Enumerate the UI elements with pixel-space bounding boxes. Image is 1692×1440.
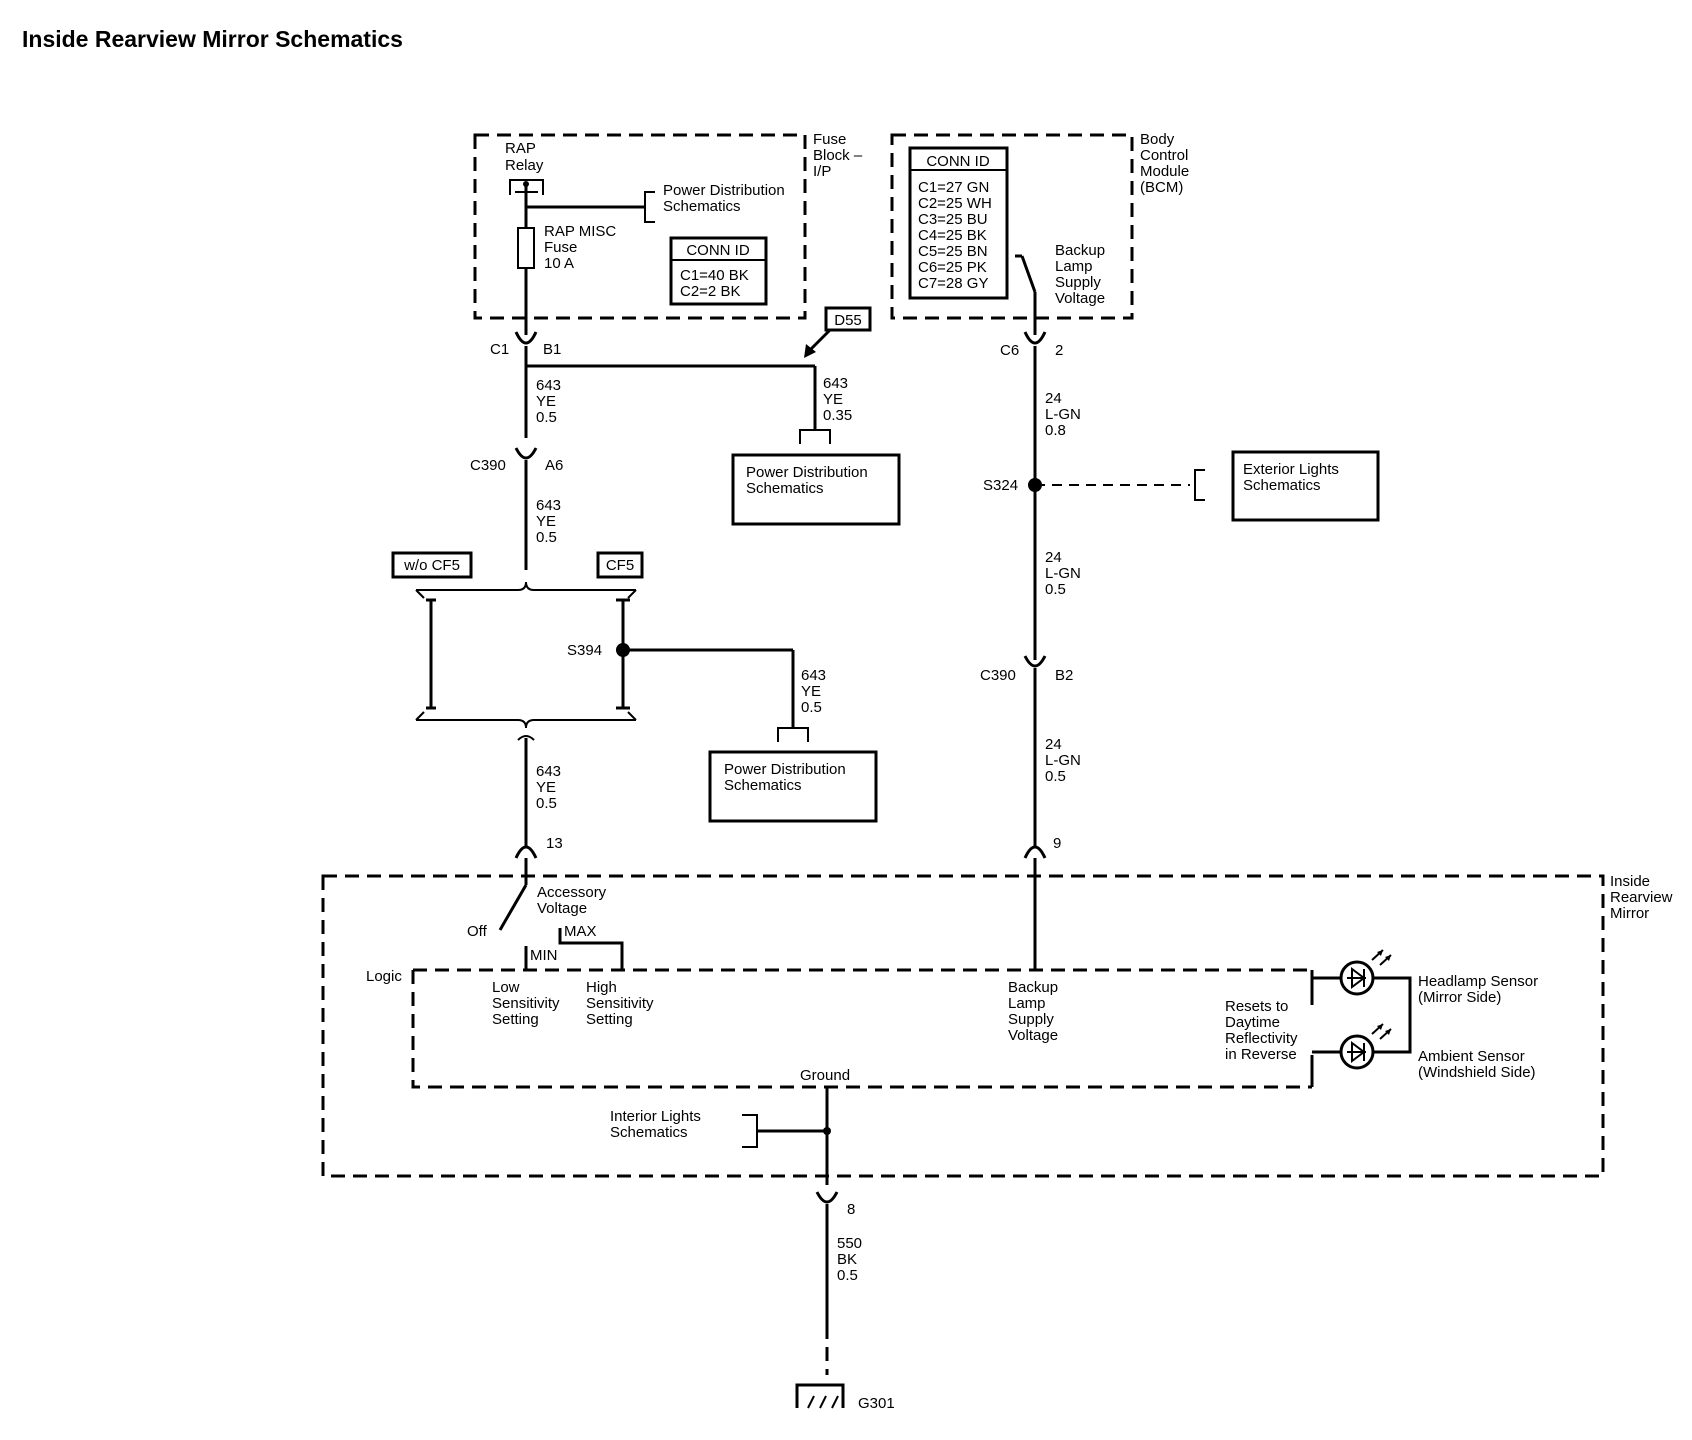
svg-text:C2=25 WH: C2=25 WH [918, 195, 992, 212]
fuse-block-label: Fuse Block – I/P [813, 131, 866, 180]
pin-9-label: 9 [1053, 835, 1061, 852]
bcm-label: Body Control Module (BCM) [1140, 131, 1193, 196]
low-sensitivity-label: Low Sensitivity Setting [492, 979, 564, 1028]
bcm-conn-id-table: CONN ID C1=27 GN C2=25 WH C3=25 BU C4=25… [908, 146, 1009, 300]
c1-label: C1 [490, 341, 509, 358]
connector-c1-icon [514, 331, 538, 345]
bcm-supply-label: Backup Lamp Supply Voltage [1055, 242, 1109, 307]
fuse-block-ip: Fuse Block – I/P RAP Relay Power Distrib… [473, 131, 866, 335]
wire-24-label-3: 24 L-GN 0.5 [1045, 736, 1085, 785]
logic-box: Logic [366, 968, 1312, 1089]
svg-text:C4=25 BK: C4=25 BK [918, 227, 987, 244]
svg-text:CONN ID: CONN ID [926, 153, 990, 170]
exterior-lights-ref-box: Exterior Lights Schematics [1231, 450, 1380, 522]
svg-text:Exterior Lights Schema: Exterior Lights Schematics [1243, 461, 1343, 494]
connector-pin-8-icon [815, 1191, 839, 1204]
s394-wire-label: 643 YE 0.5 [801, 667, 830, 716]
connector-c390-a6-icon [514, 447, 538, 460]
svg-text:C3=25 BU: C3=25 BU [918, 211, 988, 228]
inside-rearview-mirror: Inside Rearview Mirror Accessory Voltage… [321, 858, 1677, 1185]
high-sensitivity-label: High Sensitivity Setting [586, 979, 658, 1028]
rap-misc-fuse-icon [517, 227, 535, 269]
d55-reference-tag: D55 [804, 306, 872, 358]
ambient-sensor-label: Ambient Sensor (Windshield Side) [1418, 1048, 1536, 1081]
wire-24-label-2: 24 L-GN 0.5 [1045, 549, 1085, 598]
min-label: MIN [530, 947, 558, 964]
left-circuit: C1 B1 643 YE 0.35 D55 Power Distribution… [391, 306, 901, 859]
svg-text:C5=25 BN: C5=25 BN [918, 243, 988, 260]
s324-label: S324 [983, 477, 1018, 494]
c390-label-left: C390 [470, 457, 506, 474]
headlamp-sensor-icon [1339, 949, 1392, 996]
pin-13-label: 13 [546, 835, 563, 852]
resets-label: Resets to Daytime Reflectivity in Revers… [1225, 998, 1302, 1063]
c390-label-right: C390 [980, 667, 1016, 684]
sensitivity-switch-icon [498, 884, 528, 931]
s394-label: S394 [567, 642, 602, 659]
power-distribution-ref-box-1: Power Distribution Schematics [731, 453, 901, 526]
connector-pin-13-icon [514, 845, 538, 859]
right-circuit: C6 2 24 L-GN 0.8 S324 Exterior Lights Sc… [980, 331, 1380, 859]
cf5-tag: CF5 [596, 551, 644, 579]
rap-misc-fuse-label: RAP MISC Fuse 10 A [544, 223, 620, 272]
wire-24-label-1: 24 L-GN 0.8 [1045, 390, 1085, 439]
c6-label: C6 [1000, 342, 1019, 359]
backup-lamp-supply-switch-icon [1015, 254, 1037, 335]
svg-text:Power Distribution Sch: Power Distribution Schematics [724, 761, 850, 794]
wire-550-label: 550 BK 0.5 [837, 1235, 866, 1284]
wo-cf5-tag: w/o CF5 [391, 551, 473, 579]
connector-c390-b2-icon [1023, 655, 1047, 668]
svg-text:C1=27 GN: C1=27 GN [918, 179, 989, 196]
svg-text:CF5: CF5 [606, 557, 634, 574]
svg-text:C6=25 PK: C6=25 PK [918, 259, 987, 276]
pin-2-label: 2 [1055, 342, 1063, 359]
ground-circuit: 8 550 BK 0.5 G301 [795, 1191, 895, 1412]
headlamp-sensor-label: Headlamp Sensor (Mirror Side) [1418, 973, 1542, 1006]
svg-text:w/o CF5: w/o CF5 [403, 557, 460, 574]
wire-643-label-3: 643 YE 0.5 [536, 763, 565, 812]
svg-text:D55: D55 [834, 312, 862, 329]
svg-text:C2=2 BK: C2=2 BK [680, 283, 740, 300]
connector-c6-icon [1023, 331, 1047, 345]
g301-label: G301 [858, 1395, 895, 1412]
max-label: MAX [564, 923, 597, 940]
ambient-sensor-icon [1339, 1023, 1392, 1070]
pin-8-label: 8 [847, 1201, 855, 1218]
interior-lights-ref: Interior Lights Schematics [610, 1108, 705, 1141]
svg-text:Power Distribution Sch: Power Distribution Schematics [746, 464, 872, 497]
body-control-module: Body Control Module (BCM) CONN ID C1=27 … [890, 131, 1193, 335]
off-label: Off [467, 923, 488, 940]
b1-label: B1 [543, 341, 561, 358]
power-distribution-ref-fuse: Power Distribution Schematics [663, 182, 789, 215]
wire-643-label-1: 643 YE 0.5 [536, 377, 565, 426]
fuse-block-conn-id-table: CONN ID C1=40 BK C2=2 BK [669, 236, 768, 306]
ground-label: Ground [800, 1067, 850, 1084]
a6-label: A6 [545, 457, 563, 474]
ground-g301-icon [795, 1383, 845, 1409]
b2-label: B2 [1055, 667, 1073, 684]
wire-643-label-2: 643 YE 0.5 [536, 497, 565, 546]
accessory-voltage-label: Accessory Voltage [537, 884, 610, 917]
branch-wire-label: 643 YE 0.35 [823, 375, 852, 424]
svg-text:C7=28 GY: C7=28 GY [918, 275, 988, 292]
page-title: Inside Rearview Mirror Schematics [22, 26, 403, 52]
power-distribution-ref-box-2: Power Distribution Schematics [708, 750, 878, 823]
logic-label: Logic [366, 968, 402, 985]
mirror-label: Inside Rearview Mirror [1610, 873, 1677, 922]
svg-text:CONN ID: CONN ID [686, 242, 750, 259]
svg-text:C1=40 BK: C1=40 BK [680, 267, 749, 284]
rap-relay-label: RAP Relay [505, 140, 544, 174]
backup-lamp-supply-voltage-label: Backup Lamp Supply Voltage [1008, 979, 1062, 1044]
connector-pin-9-icon [1023, 845, 1047, 859]
